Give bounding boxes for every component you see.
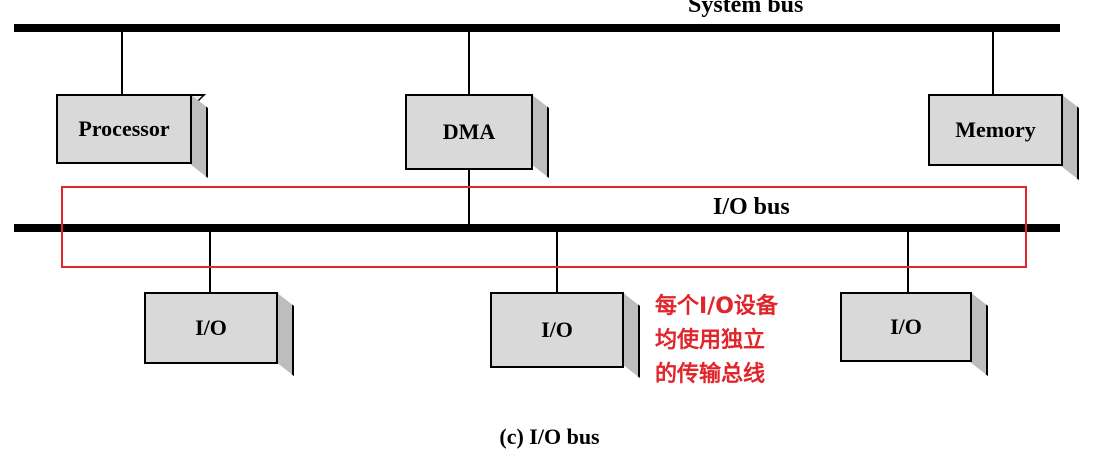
figure-caption: (c) I/O bus: [499, 424, 600, 449]
memory-connector: [992, 30, 994, 94]
memory-label: Memory: [928, 94, 1063, 166]
io-bus-label: I/O bus: [713, 194, 790, 220]
io3-label: I/O: [840, 292, 972, 362]
io-bus-highlight: [61, 186, 1027, 268]
system-bus-line: [14, 24, 1060, 32]
system-bus-label: System bus: [688, 0, 804, 18]
dma-label: DMA: [405, 94, 533, 170]
dma-connector: [468, 30, 470, 94]
annotation-line-2: 均使用独立: [655, 328, 766, 353]
io3-connector: [907, 230, 909, 292]
annotation-line-3: 的传输总线: [655, 362, 766, 387]
io-annotation: 每个I/O设备 均使用独立 的传输总线: [655, 290, 825, 392]
processor-connector: [121, 30, 123, 94]
io2-connector: [556, 230, 558, 292]
processor-label: Processor: [56, 94, 192, 164]
dma-io-connector: [468, 170, 470, 228]
io1-label: I/O: [144, 292, 278, 364]
annotation-line-1: 每个I/O设备: [655, 294, 778, 319]
io-bus-line: [14, 224, 1060, 232]
io2-label: I/O: [490, 292, 624, 368]
io1-connector: [209, 230, 211, 292]
